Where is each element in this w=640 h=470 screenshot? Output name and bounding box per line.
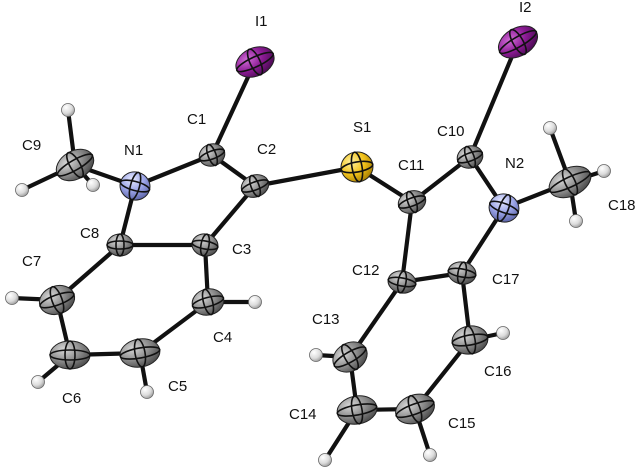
label-c16: C16 xyxy=(484,363,512,380)
label-c18: C18 xyxy=(608,197,636,214)
hydrogen-atom xyxy=(597,164,611,178)
hydrogen-atom xyxy=(61,103,75,117)
label-c1: C1 xyxy=(187,111,206,128)
hydrogen-atom xyxy=(569,214,583,228)
label-c8: C8 xyxy=(80,225,99,242)
hydrogen-atom xyxy=(423,448,437,462)
label-c7: C7 xyxy=(22,253,41,270)
label-c17: C17 xyxy=(492,271,520,288)
atom-c8 xyxy=(106,233,134,257)
atom-s1 xyxy=(340,151,374,183)
hydrogen-atom xyxy=(140,385,154,399)
hydrogen-atom xyxy=(543,121,557,135)
label-c6: C6 xyxy=(62,390,81,407)
label-c13: C13 xyxy=(312,311,340,328)
label-c5: C5 xyxy=(168,378,187,395)
atom-c7 xyxy=(38,284,76,316)
heavy-atoms xyxy=(38,25,592,425)
hydrogen-atom xyxy=(309,348,323,362)
bonds xyxy=(9,39,607,463)
atom-c17 xyxy=(447,261,477,285)
label-c2: C2 xyxy=(257,141,276,158)
atom-c14 xyxy=(336,395,378,425)
atom-c18 xyxy=(548,165,592,199)
label-i2: I2 xyxy=(519,0,532,16)
hydrogen-atom xyxy=(31,375,45,389)
hydrogen-atom xyxy=(15,183,29,197)
atom-c9 xyxy=(55,148,95,182)
hydrogen-atom xyxy=(248,295,262,309)
label-c15: C15 xyxy=(448,415,476,432)
hydrogen-atom xyxy=(318,453,332,467)
hydrogen-atom xyxy=(86,178,100,192)
hydrogen-atoms xyxy=(5,103,611,467)
atom-i1 xyxy=(235,46,275,78)
atom-c11 xyxy=(397,190,427,214)
hydrogen-atom xyxy=(496,326,510,340)
atom-c2 xyxy=(240,174,270,198)
atom-c12 xyxy=(387,270,417,294)
bond-c10-i2 xyxy=(467,39,521,160)
atom-i2 xyxy=(498,25,538,59)
hydrogen-atom xyxy=(5,291,19,305)
label-c4: C4 xyxy=(213,329,232,346)
label-s1: S1 xyxy=(353,119,371,136)
label-c3: C3 xyxy=(232,241,251,258)
label-c9: C9 xyxy=(22,137,41,154)
label-i1: I1 xyxy=(255,13,268,30)
atom-c16 xyxy=(451,325,489,355)
atom-c1 xyxy=(198,143,226,167)
label-n2: N2 xyxy=(505,155,524,172)
label-c11: C11 xyxy=(398,157,424,174)
label-c12: C12 xyxy=(352,262,380,279)
atom-c15 xyxy=(395,393,435,425)
atom-n1 xyxy=(119,171,151,201)
label-c10: C10 xyxy=(437,123,465,140)
atom-n2 xyxy=(488,193,520,223)
bond-c11-c12 xyxy=(399,199,415,285)
bond-c2-s1 xyxy=(252,164,360,189)
atom-c6 xyxy=(49,340,91,370)
atom-c13 xyxy=(332,341,368,373)
label-c14: C14 xyxy=(289,406,317,423)
atom-c10 xyxy=(456,145,484,169)
atom-c3 xyxy=(191,233,219,257)
atom-c5 xyxy=(119,338,161,368)
label-n1: N1 xyxy=(124,142,143,159)
atom-c4 xyxy=(191,288,225,316)
atom-labels: I1 I2 S1 N1 N2 C1 C2 C3 C4 C5 C6 C7 C8 C… xyxy=(22,0,636,432)
